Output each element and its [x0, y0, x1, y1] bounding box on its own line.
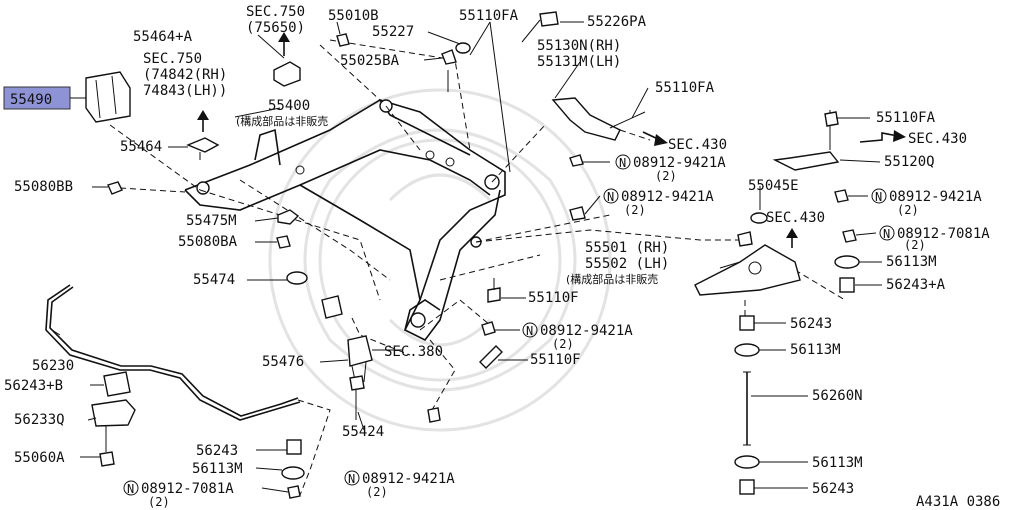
sec-750-label-a: SEC.750 — [246, 4, 305, 20]
svg-text:N: N — [526, 324, 533, 338]
sec-750-label-b: SEC.750 — [143, 51, 202, 67]
svg-text:N: N — [348, 472, 355, 486]
sec-430-label-a: SEC.430 — [668, 137, 727, 153]
n-part-numbers: N 08912-9421A (2) N 08912-9421A (2) N 08… — [123, 154, 990, 509]
part-labels: 55464+A SEC.750 (75650) SEC.750 (74842(R… — [4, 4, 1000, 510]
watermark-emblem — [268, 88, 612, 432]
svg-text:(2): (2) — [552, 337, 574, 351]
sec-750-rh: (74842(RH) — [143, 67, 227, 83]
svg-text:N: N — [875, 190, 882, 204]
part-label-55110fa-top: 55110FA — [459, 8, 519, 24]
part-label-56233q: 56233Q — [14, 412, 65, 428]
svg-text:(2): (2) — [366, 485, 388, 499]
part-label-55025ba: 55025BA — [340, 53, 400, 69]
n-part-08912-9421a-5: 08912-9421A — [362, 471, 455, 487]
part-label-55464a: 55464+A — [133, 29, 193, 45]
part-label-56113m-3: 56113M — [192, 461, 243, 477]
direction-arrows — [197, 32, 906, 248]
part-label-55120q: 55120Q — [884, 154, 935, 170]
svg-text:N: N — [127, 482, 134, 496]
n-part-08912-7081a-1: 08912-7081A — [897, 226, 990, 242]
sec-750-lh: 74843(LH)) — [143, 83, 227, 99]
svg-text:N: N — [883, 227, 890, 241]
not-sold-note-2: (構成部品は非販売 — [566, 272, 658, 286]
n-part-08912-9421a-2: 08912-9421A — [889, 189, 982, 205]
svg-text:(2): (2) — [655, 169, 677, 183]
part-label-55080ba: 55080BA — [178, 234, 238, 250]
part-label-55476: 55476 — [262, 354, 304, 370]
sec-750-code-a: (75650) — [246, 20, 305, 36]
svg-text:(2): (2) — [624, 203, 646, 217]
svg-text:(2): (2) — [904, 238, 926, 252]
n-part-08912-9421a-1: 08912-9421A — [633, 155, 726, 171]
n-part-08912-9421a-3: 08912-9421A — [621, 189, 714, 205]
part-label-55464: 55464 — [120, 139, 162, 155]
part-label-56243a: 56243+A — [886, 277, 946, 293]
part-55490-callout[interactable]: 55490 — [3, 71, 131, 123]
part-label-55226pa: 55226PA — [587, 14, 647, 30]
part-label-55010b: 55010B — [328, 8, 379, 24]
svg-text:N: N — [619, 156, 626, 170]
diagram-id: A431A 0386 — [916, 494, 1000, 510]
svg-text:(2): (2) — [897, 203, 919, 217]
fasteners — [91, 11, 860, 499]
not-sold-note-1: (構成部品は非販売 — [236, 114, 328, 128]
bushing-55490 — [85, 71, 131, 123]
part-label-56113m-1: 56113M — [886, 254, 937, 270]
assembly-lines — [109, 39, 846, 496]
part-label-55490: 55490 — [10, 92, 52, 108]
svg-text:N: N — [607, 190, 614, 204]
part-label-56113m-4: 56113M — [812, 455, 863, 471]
part-label-56260n: 56260N — [812, 388, 863, 404]
part-label-55110f-2: 55110F — [530, 352, 581, 368]
part-label-56230: 56230 — [32, 358, 74, 374]
part-label-56113m-2: 56113M — [790, 342, 841, 358]
part-label-55227: 55227 — [372, 24, 414, 40]
sec-430-label-b: SEC.430 — [908, 131, 967, 147]
part-label-56243-1: 56243 — [790, 316, 832, 332]
part-label-56243-2: 56243 — [196, 443, 238, 459]
part-label-55060a: 55060A — [14, 450, 65, 466]
part-label-55475m: 55475M — [186, 213, 237, 229]
part-label-55080bb: 55080BB — [14, 179, 73, 195]
sec-380-label: SEC.380 — [384, 344, 443, 360]
stabilizer-bar — [45, 284, 301, 421]
part-label-55110f-1: 55110F — [528, 290, 579, 306]
part-label-55131m: 55131M(LH) — [537, 54, 621, 70]
part-label-56243-3: 56243 — [812, 481, 854, 497]
part-label-55424: 55424 — [342, 424, 384, 440]
part-label-55501: 55501 (RH) — [585, 240, 669, 256]
part-label-55474: 55474 — [193, 272, 235, 288]
part-label-55502: 55502 (LH) — [585, 256, 669, 272]
part-label-55130n: 55130N(RH) — [537, 38, 621, 54]
part-label-55400: 55400 — [268, 98, 310, 114]
n-part-08912-7081a-2: 08912-7081A — [141, 481, 234, 497]
part-label-56243b: 56243+B — [4, 378, 63, 394]
sec-430-label-c: SEC.430 — [766, 210, 825, 226]
n-part-08912-9421a-4: 08912-9421A — [540, 323, 633, 339]
svg-text:(2): (2) — [148, 495, 170, 509]
part-label-55045e: 55045E — [748, 178, 799, 194]
part-label-55110fa-3: 55110FA — [876, 110, 936, 126]
leader-lines — [51, 21, 882, 493]
part-label-55110fa-2: 55110FA — [655, 80, 715, 96]
